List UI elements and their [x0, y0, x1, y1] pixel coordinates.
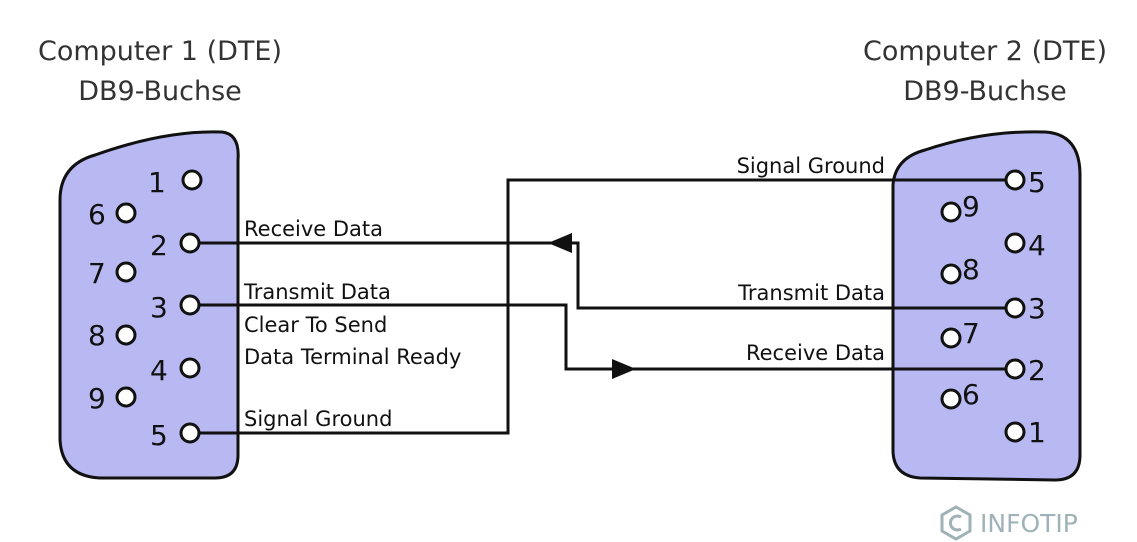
- right-label-receive-data: Receive Data: [746, 341, 885, 365]
- left-connector-title-line2: DB9-Buchse: [78, 76, 242, 107]
- right-pin-5-hole: [1004, 169, 1026, 191]
- left-pin-1-label: 1: [148, 166, 166, 199]
- arrow-left-icon: [548, 233, 572, 253]
- right-pin-4-label: 4: [1028, 229, 1046, 262]
- right-pin-7-hole: [940, 327, 962, 349]
- right-pin-2-label: 2: [1028, 354, 1046, 387]
- right-connector-title: Computer 2 (DTE) DB9-Buchse: [835, 32, 1135, 112]
- left-label-clear-to-send: Clear To Send: [244, 313, 387, 337]
- right-pin-6-label: 6: [962, 378, 980, 411]
- right-pin-9-label: 9: [962, 190, 980, 223]
- right-db9-connector: [891, 130, 1082, 482]
- left-connector-title: Computer 1 (DTE) DB9-Buchse: [5, 32, 315, 112]
- left-pin-3-label: 3: [150, 291, 168, 324]
- left-pin-6-hole: [115, 202, 137, 224]
- right-pin-9-hole: [940, 201, 962, 223]
- right-pin-1-label: 1: [1028, 416, 1046, 449]
- infotip-logo-text: INFOTIP: [980, 508, 1078, 538]
- left-pin-7-label: 7: [88, 257, 106, 290]
- left-label-transmit-data: Transmit Data: [243, 280, 391, 304]
- left-pin-5-hole: [179, 422, 201, 444]
- right-label-signal-ground: Signal Ground: [737, 154, 885, 178]
- wire-receive-left: [190, 241, 1005, 310]
- left-pin-2-label: 2: [150, 229, 168, 262]
- left-pin-4-hole: [179, 357, 201, 379]
- left-connector-title-line1: Computer 1 (DTE): [38, 36, 282, 67]
- left-pin-5-label: 5: [150, 419, 168, 452]
- wire-signal-ground: [190, 178, 1005, 435]
- right-pin-3-hole: [1004, 297, 1026, 319]
- left-label-data-terminal-ready: Data Terminal Ready: [244, 345, 461, 369]
- infotip-logo: INFOTIP: [938, 505, 1078, 541]
- right-connector-title-line2: DB9-Buchse: [903, 76, 1067, 107]
- left-db9-connector: [58, 130, 240, 480]
- left-pin-7-hole: [115, 261, 137, 283]
- right-pin-8-hole: [940, 263, 962, 285]
- right-pin-2-hole: [1004, 358, 1026, 380]
- left-pin-8-hole: [115, 324, 137, 346]
- left-pin-8-label: 8: [88, 319, 106, 352]
- right-pin-4-hole: [1004, 232, 1026, 254]
- right-pin-3-label: 3: [1028, 292, 1046, 325]
- left-pin-3-hole: [179, 294, 201, 316]
- arrow-right-icon: [612, 359, 636, 379]
- right-pin-5-label: 5: [1028, 166, 1046, 199]
- left-pin-4-label: 4: [150, 354, 168, 387]
- left-pin-9-label: 9: [88, 382, 106, 415]
- right-pin-8-label: 8: [962, 253, 980, 286]
- left-label-receive-data: Receive Data: [244, 217, 383, 241]
- right-label-transmit-data: Transmit Data: [737, 281, 885, 305]
- right-connector-title-line1: Computer 2 (DTE): [863, 36, 1107, 67]
- right-pin-1-hole: [1004, 421, 1026, 443]
- left-pin-9-hole: [115, 386, 137, 408]
- right-pin-6-hole: [940, 388, 962, 410]
- left-pin-6-label: 6: [88, 198, 106, 231]
- right-pin-7-label: 7: [962, 317, 980, 350]
- infotip-logo-icon: [940, 505, 972, 541]
- left-label-signal-ground: Signal Ground: [244, 407, 392, 431]
- left-pin-2-hole: [179, 232, 201, 254]
- left-pin-1-hole: [181, 169, 203, 191]
- wire-transmit-left: [190, 303, 1005, 371]
